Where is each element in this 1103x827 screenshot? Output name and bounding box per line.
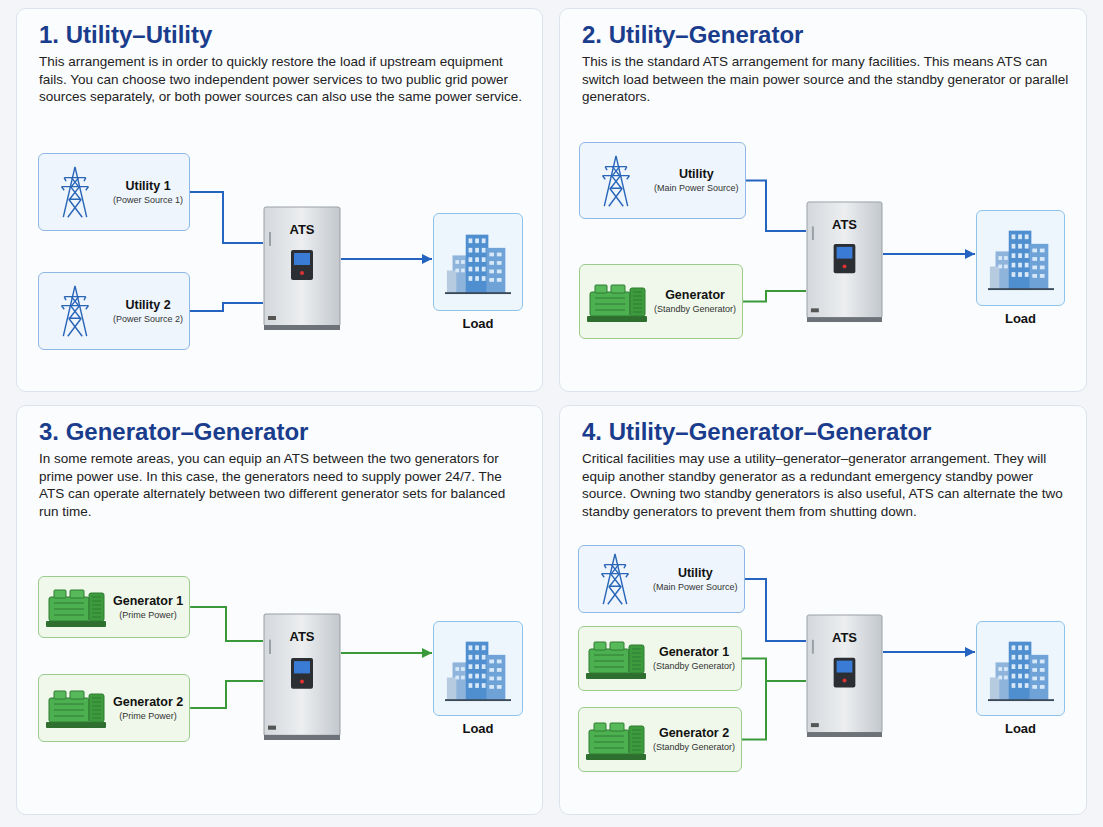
source-role: (Main Power Source)	[653, 581, 738, 594]
arrangement-panel: 1. Utility–UtilityThis arrangement is in…	[16, 8, 543, 392]
generator-source-box: Generator 2(Standby Generator)	[578, 707, 742, 772]
generator-source-box: Generator 1(Prime Power)	[38, 576, 190, 638]
generator-source-box: Generator(Standby Generator)	[579, 264, 743, 339]
bldg-illustration	[988, 636, 1054, 702]
source-name: Generator 1	[659, 644, 729, 660]
bldg-illustration	[988, 225, 1054, 291]
source-line	[190, 192, 263, 243]
source-role: (Prime Power)	[119, 609, 177, 622]
load-box: Load	[433, 213, 523, 311]
source-role: (Main Power Source)	[654, 182, 739, 195]
source-role: (Standby Generator)	[653, 660, 735, 673]
source-name: Generator	[665, 287, 725, 303]
source-line	[742, 659, 806, 682]
source-line	[743, 291, 806, 302]
utility-source-box: Utility(Main Power Source)	[579, 142, 746, 219]
source-name: Utility	[679, 166, 714, 182]
tower-illustration	[57, 284, 93, 338]
bldg-illustration	[445, 229, 511, 295]
source-name: Utility	[678, 565, 713, 581]
gen-illustration	[584, 718, 648, 762]
source-name: Generator 2	[113, 694, 183, 710]
source-role: (Standby Generator)	[654, 303, 736, 316]
source-line	[190, 681, 263, 708]
source-role: (Power Source 2)	[113, 313, 183, 326]
panel-description: This arrangement is in order to quickly …	[39, 53, 526, 106]
panel-description: This is the standard ATS arrangement for…	[582, 53, 1070, 106]
source-line	[742, 681, 806, 740]
feed-arrow	[883, 253, 975, 255]
panel-description: Critical facilities may use a utility–ge…	[582, 450, 1070, 520]
tower-illustration	[57, 165, 93, 219]
gen-illustration	[584, 637, 648, 681]
source-line	[190, 303, 263, 311]
source-line	[745, 579, 806, 641]
source-name: Generator 2	[659, 725, 729, 741]
load-label: Load	[967, 311, 1074, 326]
panel-description: In some remote areas, you can equip an A…	[39, 450, 526, 520]
ats-cabinet: ATS	[806, 614, 883, 738]
utility-source-box: Utility 2(Power Source 2)	[38, 272, 190, 350]
ats-cabinet: ATS	[263, 206, 341, 331]
load-box: Load	[433, 621, 523, 716]
feed-arrow	[341, 258, 432, 260]
feed-arrow	[341, 652, 432, 654]
source-role: (Standby Generator)	[653, 741, 735, 754]
load-box: Load	[976, 621, 1065, 716]
ats-cabinet: ATS	[263, 613, 341, 741]
source-name: Utility 1	[125, 178, 170, 194]
panel-heading: 3. Generator–Generator	[39, 418, 526, 446]
panel-heading: 4. Utility–Generator–Generator	[582, 418, 1070, 446]
source-line	[190, 607, 263, 641]
ats-cabinet: ATS	[806, 201, 883, 323]
source-name: Generator 1	[113, 593, 183, 609]
panel-heading: 1. Utility–Utility	[39, 21, 526, 49]
arrangement-panel: 2. Utility–GeneratorThis is the standard…	[559, 8, 1087, 392]
gen-illustration	[585, 280, 649, 324]
utility-source-box: Utility(Main Power Source)	[578, 545, 745, 613]
source-name: Utility 2	[125, 297, 170, 313]
ats-label: ATS	[806, 217, 883, 232]
arrangement-panel: 3. Generator–Generator In some remote are…	[16, 405, 543, 815]
panel-heading: 2. Utility–Generator	[582, 21, 1070, 49]
tower-illustration	[598, 154, 634, 208]
source-line	[746, 181, 806, 232]
generator-source-box: Generator 2(Prime Power)	[38, 674, 190, 742]
load-label: Load	[967, 721, 1074, 736]
gen-illustration	[44, 686, 108, 730]
generator-source-box: Generator 1(Standby Generator)	[578, 626, 742, 691]
load-label: Load	[424, 316, 532, 331]
bldg-illustration	[445, 636, 511, 702]
utility-source-box: Utility 1(Power Source 1)	[38, 153, 190, 231]
ats-label: ATS	[263, 629, 341, 644]
source-role: (Power Source 1)	[113, 194, 183, 207]
feed-arrow	[883, 651, 975, 653]
gen-illustration	[44, 585, 108, 629]
load-box: Load	[976, 210, 1065, 306]
arrangement-panel: 4. Utility–Generator–GeneratorCritical f…	[559, 405, 1087, 815]
ats-label: ATS	[263, 222, 341, 237]
tower-illustration	[597, 552, 633, 606]
ats-label: ATS	[806, 630, 883, 645]
source-role: (Prime Power)	[119, 710, 177, 723]
load-label: Load	[424, 721, 532, 736]
